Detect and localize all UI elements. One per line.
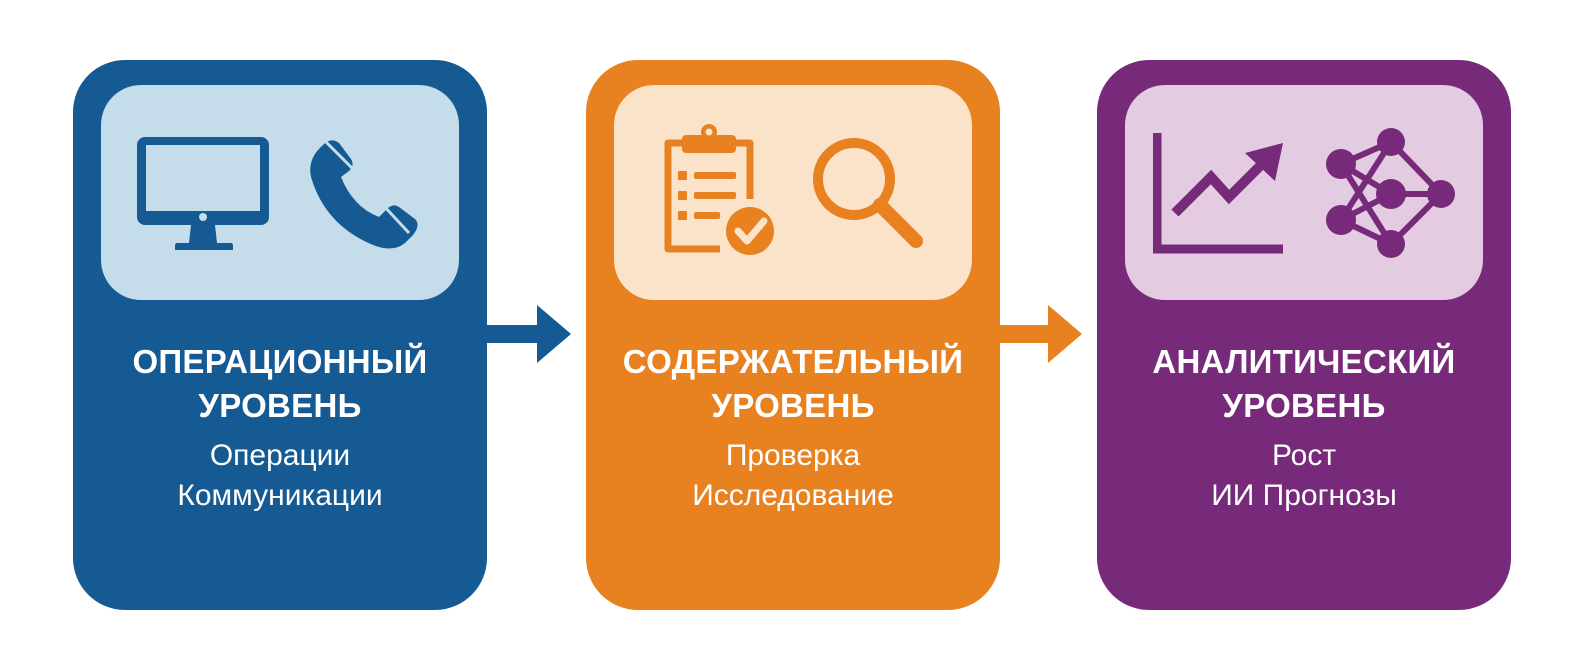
stage-title-line2: УРОВЕНЬ [198, 387, 362, 424]
stage-title: АНАЛИТИЧЕСКИЙ УРОВЕНЬ [1097, 340, 1511, 428]
stage-items: Операции Коммуникации [73, 436, 487, 516]
stage-item: Исследование [692, 479, 894, 512]
stage-card-content: СОДЕРЖАТЕЛЬНЫЙ УРОВЕНЬ Проверка Исследов… [586, 60, 1000, 610]
stage-item: ИИ Прогнозы [1211, 479, 1397, 512]
neural-network-icon [1326, 127, 1455, 258]
icon-panel-operational [101, 85, 459, 300]
magnifier-icon [813, 137, 923, 248]
growth-chart-icon [1153, 132, 1283, 253]
stage-card-analytical: АНАЛИТИЧЕСКИЙ УРОВЕНЬ Рост ИИ Прогнозы [1097, 60, 1511, 610]
stage-title-line1: ОПЕРАЦИОННЫЙ [132, 343, 428, 380]
arrow-right-icon [487, 305, 571, 363]
icon-panel-analytical [1125, 85, 1483, 300]
stage-title: СОДЕРЖАТЕЛЬНЫЙ УРОВЕНЬ [586, 340, 1000, 428]
monitor-icon [137, 136, 269, 250]
stage-title: ОПЕРАЦИОННЫЙ УРОВЕНЬ [73, 340, 487, 428]
stage-title-line1: СОДЕРЖАТЕЛЬНЫЙ [622, 343, 964, 380]
stage-title-line2: УРОВЕНЬ [1222, 387, 1386, 424]
clipboard-check-icon [664, 123, 778, 259]
stage-items: Рост ИИ Прогнозы [1097, 436, 1511, 516]
stage-item: Коммуникации [177, 479, 383, 512]
stage-items: Проверка Исследование [586, 436, 1000, 516]
icon-panel-content [614, 85, 972, 300]
stage-item: Рост [1271, 439, 1337, 472]
arrow-right-icon [1000, 305, 1082, 363]
stage-card-operational: ОПЕРАЦИОННЫЙ УРОВЕНЬ Операции Коммуникац… [73, 60, 487, 610]
stage-item: Операции [209, 439, 351, 472]
stage-title-line2: УРОВЕНЬ [711, 387, 875, 424]
stage-item: Проверка [725, 439, 861, 472]
phone-icon [310, 139, 418, 249]
stage-title-line1: АНАЛИТИЧЕСКИЙ [1152, 343, 1456, 380]
